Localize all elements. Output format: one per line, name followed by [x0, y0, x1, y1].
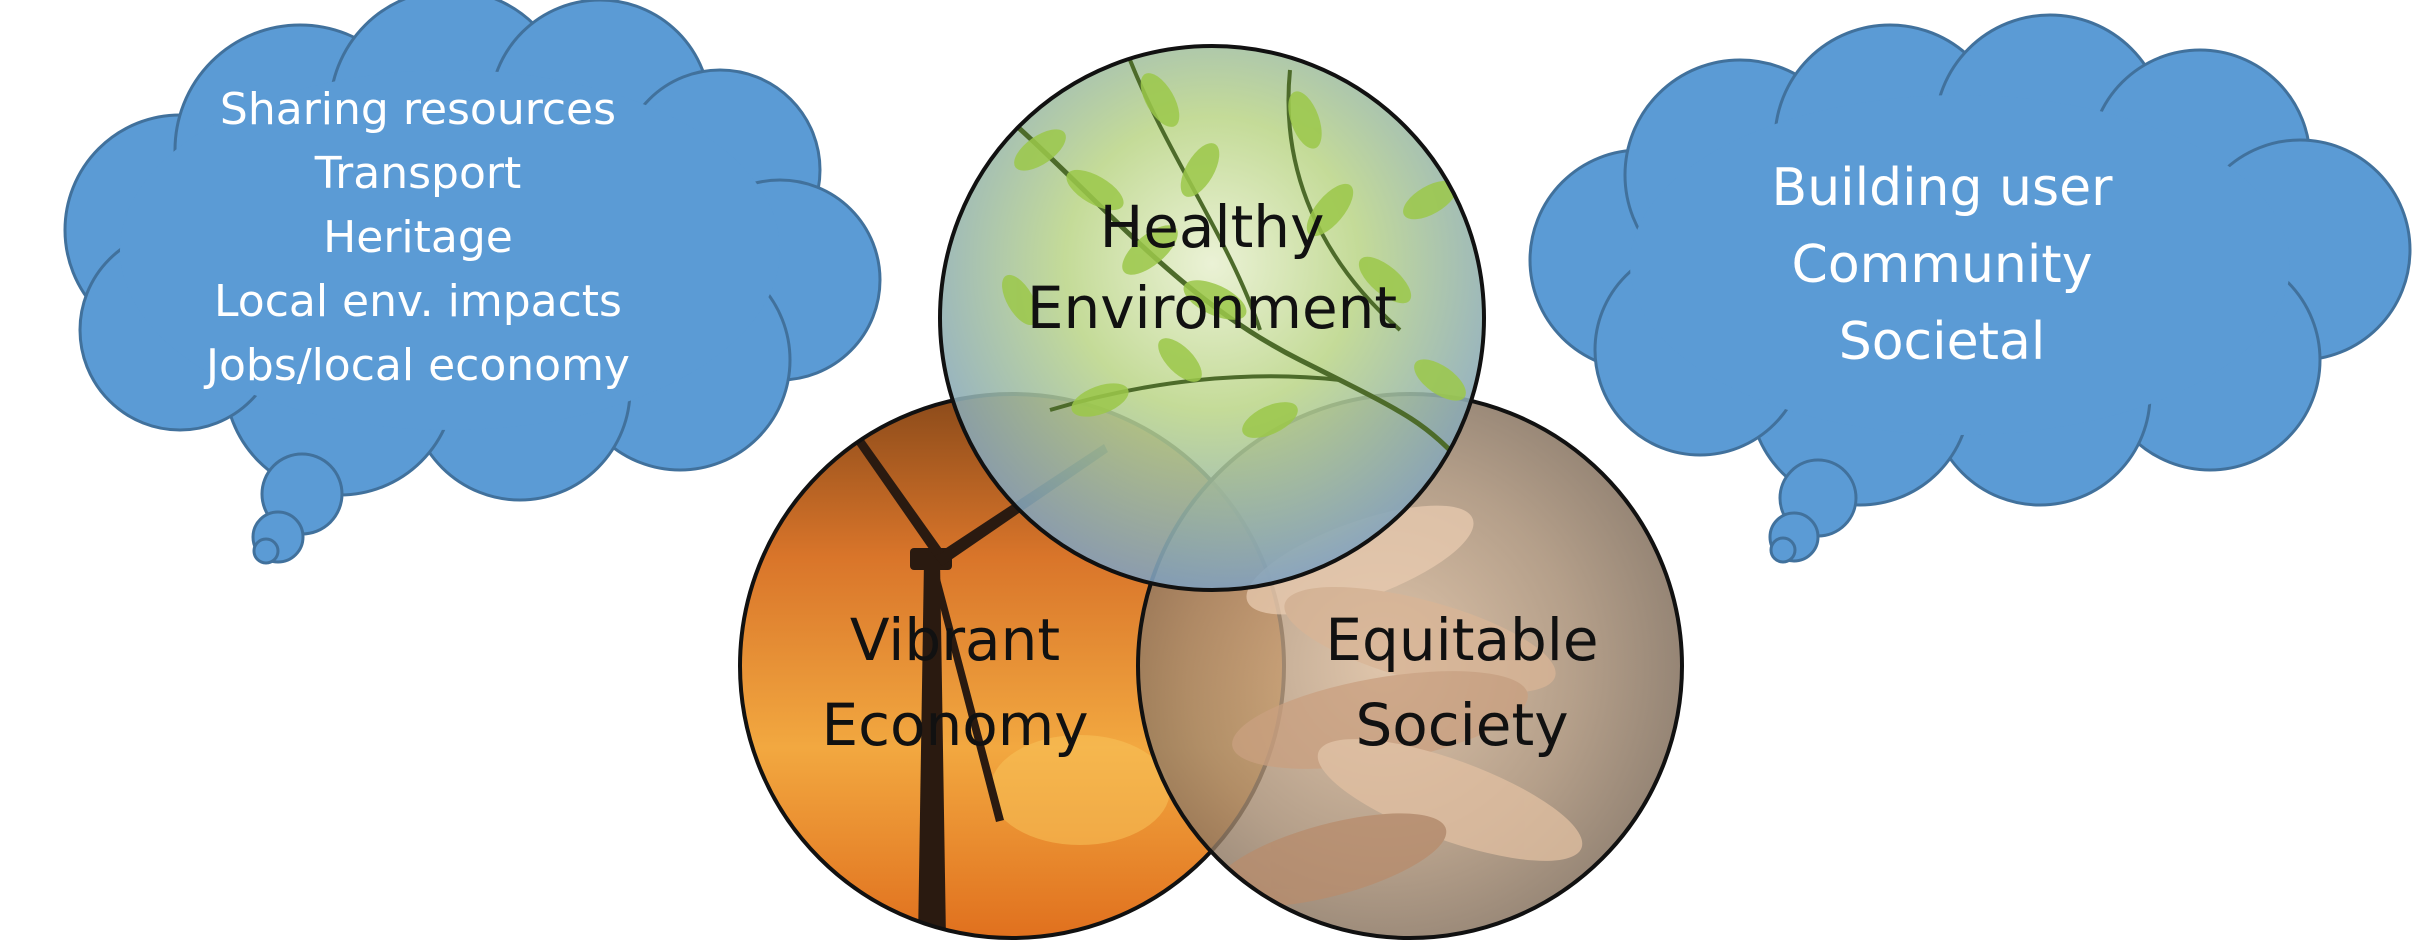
right-cloud-line-2: Community	[1792, 235, 2093, 295]
left-cloud-text: Sharing resources Transport Heritage Loc…	[203, 84, 630, 391]
environment-label-line-2: Environment	[1027, 274, 1397, 342]
right-cloud-line-1: Building user	[1772, 158, 2114, 218]
right-cloud-tail	[1768, 458, 1858, 564]
hands-icon	[1213, 505, 1583, 907]
left-cloud-line-2: Transport	[314, 148, 521, 199]
left-cloud-line-5: Jobs/local economy	[203, 340, 630, 391]
society-label-line-2: Society	[1355, 691, 1568, 759]
right-cloud-text: Building user Community Societal	[1772, 158, 2114, 372]
left-cloud-line-1: Sharing resources	[220, 84, 616, 135]
economy-label-line-2: Economy	[821, 691, 1088, 759]
society-label-line-1: Equitable	[1325, 606, 1598, 674]
right-cloud-line-3: Societal	[1839, 312, 2046, 372]
left-thought-cloud: Sharing resources Transport Heritage Loc…	[63, 0, 882, 565]
venn-diagram: Healthy Environment Vibrant Economy Equi…	[738, 44, 1684, 940]
right-thought-cloud: Building user Community Societal	[1528, 13, 2412, 564]
economy-label-line-1: Vibrant	[850, 606, 1060, 674]
leaves-icon	[1002, 59, 1472, 472]
left-cloud-line-3: Heritage	[323, 212, 513, 263]
left-cloud-shape	[63, 0, 882, 502]
environment-label-line-1: Healthy	[1100, 193, 1325, 261]
left-cloud-line-4: Local env. impacts	[214, 276, 622, 327]
environment-circle	[938, 44, 1486, 592]
left-cloud-tail	[251, 452, 344, 565]
right-cloud-shape	[1528, 13, 2412, 507]
